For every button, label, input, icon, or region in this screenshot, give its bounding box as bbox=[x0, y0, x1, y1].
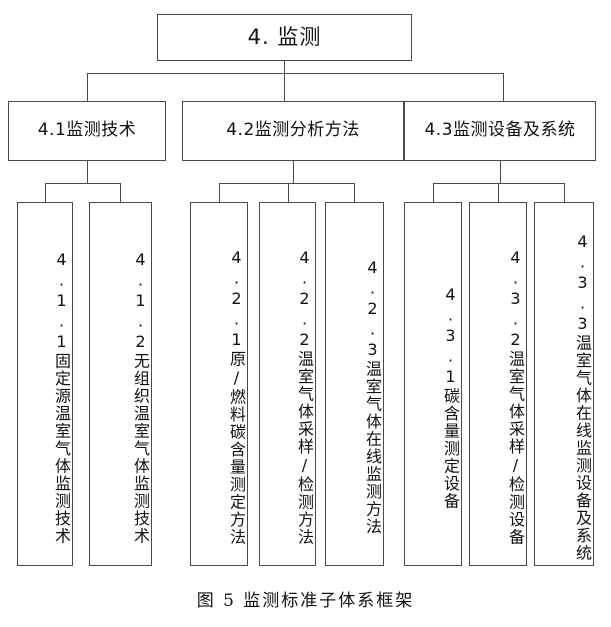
connector-drop-412 bbox=[120, 183, 122, 202]
node-4-2-2-ghg-sampling-detection-method: 4.2.2温室气体采样/检测方法 bbox=[259, 202, 316, 566]
connector-43-stem bbox=[500, 161, 502, 184]
node-4-3-monitoring-equipment-and-system: 4.3监测设备及系统 bbox=[404, 101, 596, 161]
connector-drop-42 bbox=[284, 73, 286, 101]
connector-drop-422 bbox=[288, 183, 290, 202]
node-4-1-1-stationary-source-ghg-monitoring-technology: 4.1.1固定源温室气体监测技术 bbox=[17, 202, 73, 566]
connector-42-bus bbox=[219, 183, 355, 185]
connector-drop-43 bbox=[503, 73, 505, 101]
node-4-2-monitoring-analysis-method: 4.2监测分析方法 bbox=[182, 101, 404, 161]
connector-drop-431 bbox=[433, 183, 435, 202]
connector-drop-433 bbox=[564, 183, 566, 202]
connector-drop-421 bbox=[219, 183, 221, 202]
node-4-3-2-ghg-sampling-detection-equipment: 4.3.2温室气体采样/检测设备 bbox=[469, 202, 527, 566]
node-4-3-3-ghg-online-monitoring-equipment-and-system: 4.3.3温室气体在线监测设备及系统 bbox=[534, 202, 594, 566]
connector-42-stem bbox=[293, 161, 295, 184]
connector-41-bus bbox=[45, 183, 121, 185]
connector-drop-432 bbox=[498, 183, 500, 202]
connector-41-stem bbox=[87, 161, 89, 184]
node-4-3-1-carbon-content-determination-equipment: 4.3.1碳含量测定设备 bbox=[404, 202, 462, 566]
connector-drop-411 bbox=[45, 183, 47, 202]
connector-root-stem bbox=[284, 61, 286, 74]
connector-drop-423 bbox=[354, 183, 356, 202]
node-4-1-monitoring-technology: 4.1监测技术 bbox=[8, 101, 166, 161]
node-4-2-1-raw-fuel-carbon-content-determination-method: 4.2.1原/燃料碳含量测定方法 bbox=[190, 202, 248, 566]
connector-drop-41 bbox=[87, 73, 89, 101]
connector-level1-bus bbox=[87, 73, 504, 75]
node-4-2-3-ghg-online-monitoring-method: 4.2.3温室气体在线监测方法 bbox=[325, 202, 384, 566]
node-4-1-2-fugitive-ghg-monitoring-technology: 4.1.2无组织温室气体监测技术 bbox=[89, 202, 152, 566]
node-root-monitoring: 4. 监测 bbox=[157, 14, 412, 61]
figure-caption: 图 5 监测标准子体系框架 bbox=[196, 591, 415, 611]
